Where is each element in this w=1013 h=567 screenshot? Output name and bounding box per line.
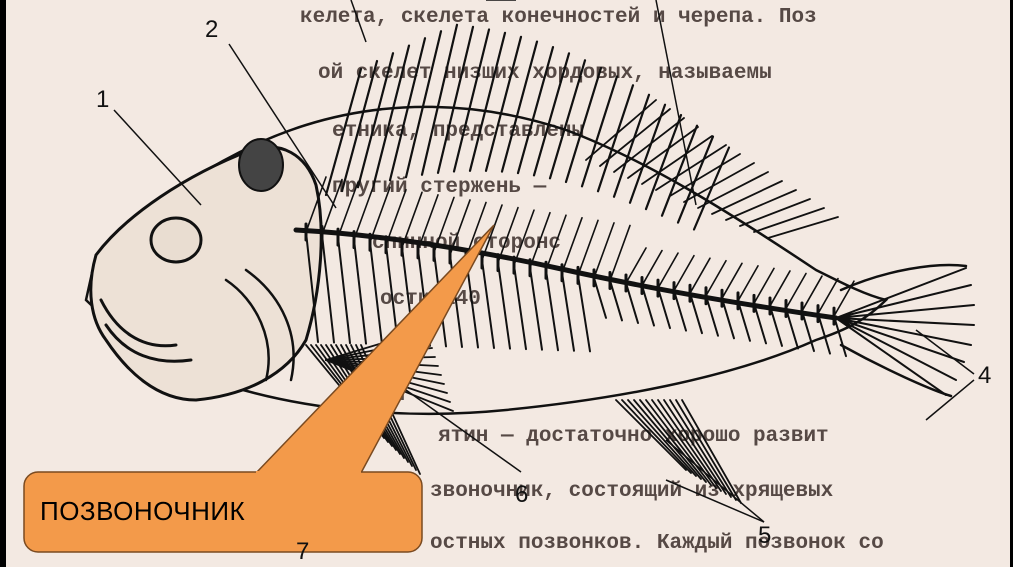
neural-spine <box>594 223 614 278</box>
soft-dorsal-ray <box>726 190 796 220</box>
leader-line-6 <box>406 390 521 472</box>
callout-label-spine: ПОЗВОНОЧНИК <box>40 496 245 527</box>
skull-outline <box>91 147 321 400</box>
rib <box>530 268 542 350</box>
dorsal-fin-ray <box>406 31 441 177</box>
dorsal-fin-ray <box>694 148 729 230</box>
rib <box>514 265 526 349</box>
dorsal-fin-ray <box>438 27 473 173</box>
rib <box>562 273 574 351</box>
neural-spine <box>370 187 390 242</box>
rib <box>818 314 830 354</box>
rib <box>546 270 558 350</box>
leader-line-1 <box>114 110 201 205</box>
leader-line-4a <box>916 330 974 374</box>
neural-spine <box>834 281 854 316</box>
eye-orbit <box>151 218 201 262</box>
rib <box>626 283 638 323</box>
dorsal-fin-ray <box>550 60 585 178</box>
rib <box>338 237 350 343</box>
soft-dorsal-ray <box>740 199 810 226</box>
soft-dorsal-ray <box>768 217 838 238</box>
cheek-bone <box>239 139 283 191</box>
dorsal-fin-ray <box>502 42 537 172</box>
neural-spine <box>386 190 406 245</box>
dorsal-fin-ray <box>518 47 553 173</box>
dorsal-fin-ray <box>326 69 361 195</box>
label-6: 6 <box>515 483 528 507</box>
dorsal-fin-ray <box>566 68 601 182</box>
rib <box>690 293 702 333</box>
dorsal-fin-ray <box>582 76 617 186</box>
dorsal-fin-ray <box>598 85 633 191</box>
anal-fin-ray <box>628 400 696 476</box>
anal-fin-ray <box>682 400 741 503</box>
rib <box>594 278 606 318</box>
rib <box>578 275 590 351</box>
rib <box>482 260 494 348</box>
neural-spine <box>578 220 598 275</box>
dorsal-fin-ray <box>358 53 393 187</box>
rib <box>610 280 622 320</box>
label-7: 7 <box>296 540 309 564</box>
dorsal-fin-ray <box>342 61 377 191</box>
rib <box>370 242 382 344</box>
neural-spine <box>338 182 358 237</box>
dorsal-fin-ray <box>422 25 457 175</box>
neural-spine <box>562 218 582 273</box>
soft-dorsal-ray <box>698 172 768 208</box>
tail-fin <box>836 268 974 395</box>
neural-spine <box>546 215 566 270</box>
rib <box>674 291 686 331</box>
neural-spine <box>354 185 374 240</box>
dorsal-fin-ray <box>470 33 505 171</box>
rib <box>658 288 670 328</box>
soft-dorsal-ray <box>712 181 782 214</box>
neural-spine <box>610 225 630 280</box>
neural-spine <box>482 205 502 260</box>
label-4: 4 <box>978 364 991 388</box>
neural-spine <box>498 208 518 263</box>
rib <box>498 263 510 349</box>
anal-fin-ray <box>622 400 691 473</box>
neural-spine <box>530 213 550 268</box>
neural-spine <box>402 192 422 247</box>
neural-spine <box>322 180 342 235</box>
dorsal-fin-ray <box>662 126 697 216</box>
dorsal-fin-ray <box>486 37 521 171</box>
rib <box>354 240 366 344</box>
rib <box>642 286 654 326</box>
fish-skeleton-illustration <box>6 0 1010 567</box>
leader-line-5a <box>666 440 764 522</box>
dorsal-fin-ray <box>454 29 489 171</box>
label-5: 5 <box>758 524 771 548</box>
anal-fin-ray <box>616 400 686 470</box>
dorsal-fin-ray <box>678 137 713 223</box>
rib <box>706 296 718 336</box>
leader-line-3a <box>351 0 366 42</box>
label-2: 2 <box>205 18 218 42</box>
neural-spine <box>514 210 534 265</box>
label-1: 1 <box>96 88 109 112</box>
dorsal-fin-ray <box>534 53 569 175</box>
rib <box>322 235 334 343</box>
soft-dorsal-ray <box>754 208 824 232</box>
dorsal-fin-ray <box>374 46 409 184</box>
